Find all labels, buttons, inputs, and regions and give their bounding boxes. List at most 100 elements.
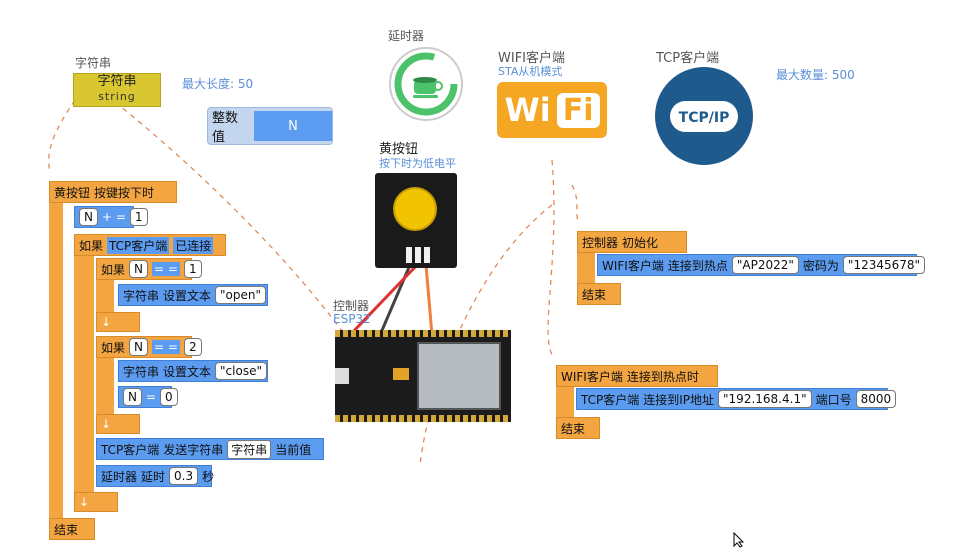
- set-text-open-block[interactable]: 字符串 设置文本 "open": [118, 284, 268, 306]
- n-var-slot[interactable]: N: [79, 208, 98, 226]
- delay-action: 延时: [141, 469, 166, 484]
- event-body-rail: [49, 203, 63, 519]
- tcp-max-count: 最大数量: 500: [776, 68, 855, 82]
- set-text-action: 设置文本: [163, 364, 212, 379]
- compare-value[interactable]: 1: [183, 260, 202, 278]
- n-var-slot[interactable]: N: [123, 388, 142, 406]
- n-reset-block[interactable]: N = 0: [118, 386, 178, 408]
- tcp-connected-prop: 已连接: [173, 236, 214, 254]
- n-increment-value[interactable]: 1: [129, 208, 148, 226]
- compare-value[interactable]: 2: [183, 338, 202, 356]
- end-label: 结束: [561, 421, 586, 436]
- string-component[interactable]: 字符串 string: [73, 73, 161, 107]
- led: [393, 368, 409, 380]
- if-end: ↓: [74, 492, 118, 512]
- string-max-length: 最大长度: 50: [182, 77, 254, 91]
- if-end: ↓: [96, 414, 140, 434]
- event-end: 结束: [49, 518, 95, 540]
- timer-ref: 延时器: [101, 469, 138, 484]
- tcp-component-title: TCP客户端: [656, 51, 720, 66]
- if-n-eq-1-block[interactable]: 如果 N = = 1: [96, 258, 202, 280]
- wifi-logo-text-2: Fi: [556, 92, 600, 128]
- mouse-cursor-icon: [733, 532, 745, 548]
- send-string-action: 发送字符串: [163, 442, 224, 457]
- event-controller-init[interactable]: 控制器 初始化: [577, 231, 687, 253]
- timer-component[interactable]: [388, 46, 464, 122]
- integer-component[interactable]: 整数值 N: [207, 107, 333, 145]
- port-slot[interactable]: 8000: [855, 390, 897, 408]
- pin-header-bottom: [335, 415, 511, 422]
- if-end-arrow: ↓: [79, 495, 90, 509]
- connect-hotspot-action: 连接到热点: [667, 258, 728, 273]
- controller-component-title: 控制器: [333, 299, 370, 313]
- equals-op: = =: [152, 262, 180, 276]
- esp32-board[interactable]: [335, 330, 511, 422]
- button-component-subtitle: 按下时为低电平: [379, 157, 456, 170]
- yellow-button-component[interactable]: [375, 173, 457, 268]
- string-ref: 字符串: [123, 288, 160, 303]
- event-name: 连接到热点时: [626, 369, 699, 384]
- event-name: 按键按下时: [94, 185, 155, 200]
- event-end: 结束: [556, 417, 600, 439]
- password-label: 密码为: [802, 258, 839, 273]
- if-label: 如果: [101, 340, 126, 355]
- controller-component-subtitle: ESP32: [333, 312, 371, 326]
- ip-address-slot[interactable]: "192.168.4.1": [718, 390, 812, 408]
- wifi-connect-block[interactable]: WIFI客户端 连接到热点 "AP2022" 密码为 "12345678": [597, 254, 926, 276]
- pin: [415, 247, 421, 263]
- esp32-module: [417, 342, 501, 410]
- wifi-client-ref: WIFI客户端: [602, 258, 664, 273]
- event-object: 黄按钮: [54, 185, 91, 200]
- string-block-sub: string: [98, 90, 136, 103]
- equals-op: = =: [152, 340, 180, 354]
- current-value-prop: 当前值: [275, 442, 312, 457]
- text-value-slot[interactable]: "open": [215, 286, 267, 304]
- pin: [406, 247, 412, 263]
- pin: [424, 247, 430, 263]
- password-slot[interactable]: "12345678": [842, 256, 926, 274]
- plus-eq-op: + =: [101, 210, 126, 224]
- if-label: 如果: [101, 262, 126, 277]
- assign-op: =: [145, 390, 157, 404]
- set-text-action: 设置文本: [163, 288, 212, 303]
- event-end: 结束: [577, 283, 621, 305]
- button-component-title: 黄按钮: [379, 142, 419, 157]
- tcp-send-block[interactable]: TCP客户端 发送字符串 字符串 当前值: [96, 438, 324, 460]
- tcp-logo-text: TCP/IP: [678, 109, 730, 126]
- if-end: ↓: [96, 312, 140, 332]
- if-n-eq-2-block[interactable]: 如果 N = = 2: [96, 336, 202, 358]
- port-label: 端口号: [815, 392, 852, 407]
- tcp-client-ref: TCP客户端: [581, 392, 640, 407]
- reset-value[interactable]: 0: [160, 388, 178, 406]
- if-tcp-connected-block[interactable]: 如果 TCP客户端 已连接: [74, 234, 226, 256]
- n-increment-block[interactable]: N + = 1: [74, 206, 148, 228]
- n-var-slot[interactable]: N: [129, 260, 148, 278]
- n-var-slot[interactable]: N: [129, 338, 148, 356]
- timer-component-title: 延时器: [388, 29, 425, 43]
- tcp-client-ref: TCP客户端: [107, 236, 170, 254]
- delay-block[interactable]: 延时器 延时 0.3 秒: [96, 465, 214, 487]
- if-end-arrow: ↓: [101, 417, 112, 431]
- if-label: 如果: [79, 238, 104, 253]
- teacup-timer-icon: [389, 47, 463, 121]
- text-value-slot[interactable]: "close": [215, 362, 267, 380]
- delay-value[interactable]: 0.3: [169, 467, 199, 485]
- pin-header-top: [335, 330, 511, 337]
- event-wifi-connected[interactable]: WIFI客户端 连接到热点时: [556, 365, 718, 387]
- wifi-component[interactable]: Wi Fi: [497, 82, 607, 138]
- event-object: WIFI客户端: [561, 369, 623, 384]
- ssid-slot[interactable]: "AP2022": [731, 256, 799, 274]
- end-label: 结束: [582, 287, 607, 302]
- string-component-title: 字符串: [75, 56, 112, 70]
- yellow-button-cap: [393, 187, 437, 231]
- event-body-rail: [577, 253, 595, 283]
- set-text-close-block[interactable]: 字符串 设置文本 "close": [118, 360, 268, 382]
- tcp-component[interactable]: TCP/IP: [655, 67, 753, 165]
- string-block-main: 字符串: [97, 74, 137, 89]
- connect-ip-action: 连接到IP地址: [643, 392, 715, 407]
- string-arg[interactable]: 字符串: [227, 439, 272, 459]
- tcp-connect-block[interactable]: TCP客户端 连接到IP地址 "192.168.4.1" 端口号 8000: [576, 388, 897, 410]
- wifi-component-title: WIFI客户端: [498, 51, 565, 66]
- event-name: 初始化: [622, 235, 659, 250]
- event-button-pressed[interactable]: 黄按钮 按键按下时: [49, 181, 177, 203]
